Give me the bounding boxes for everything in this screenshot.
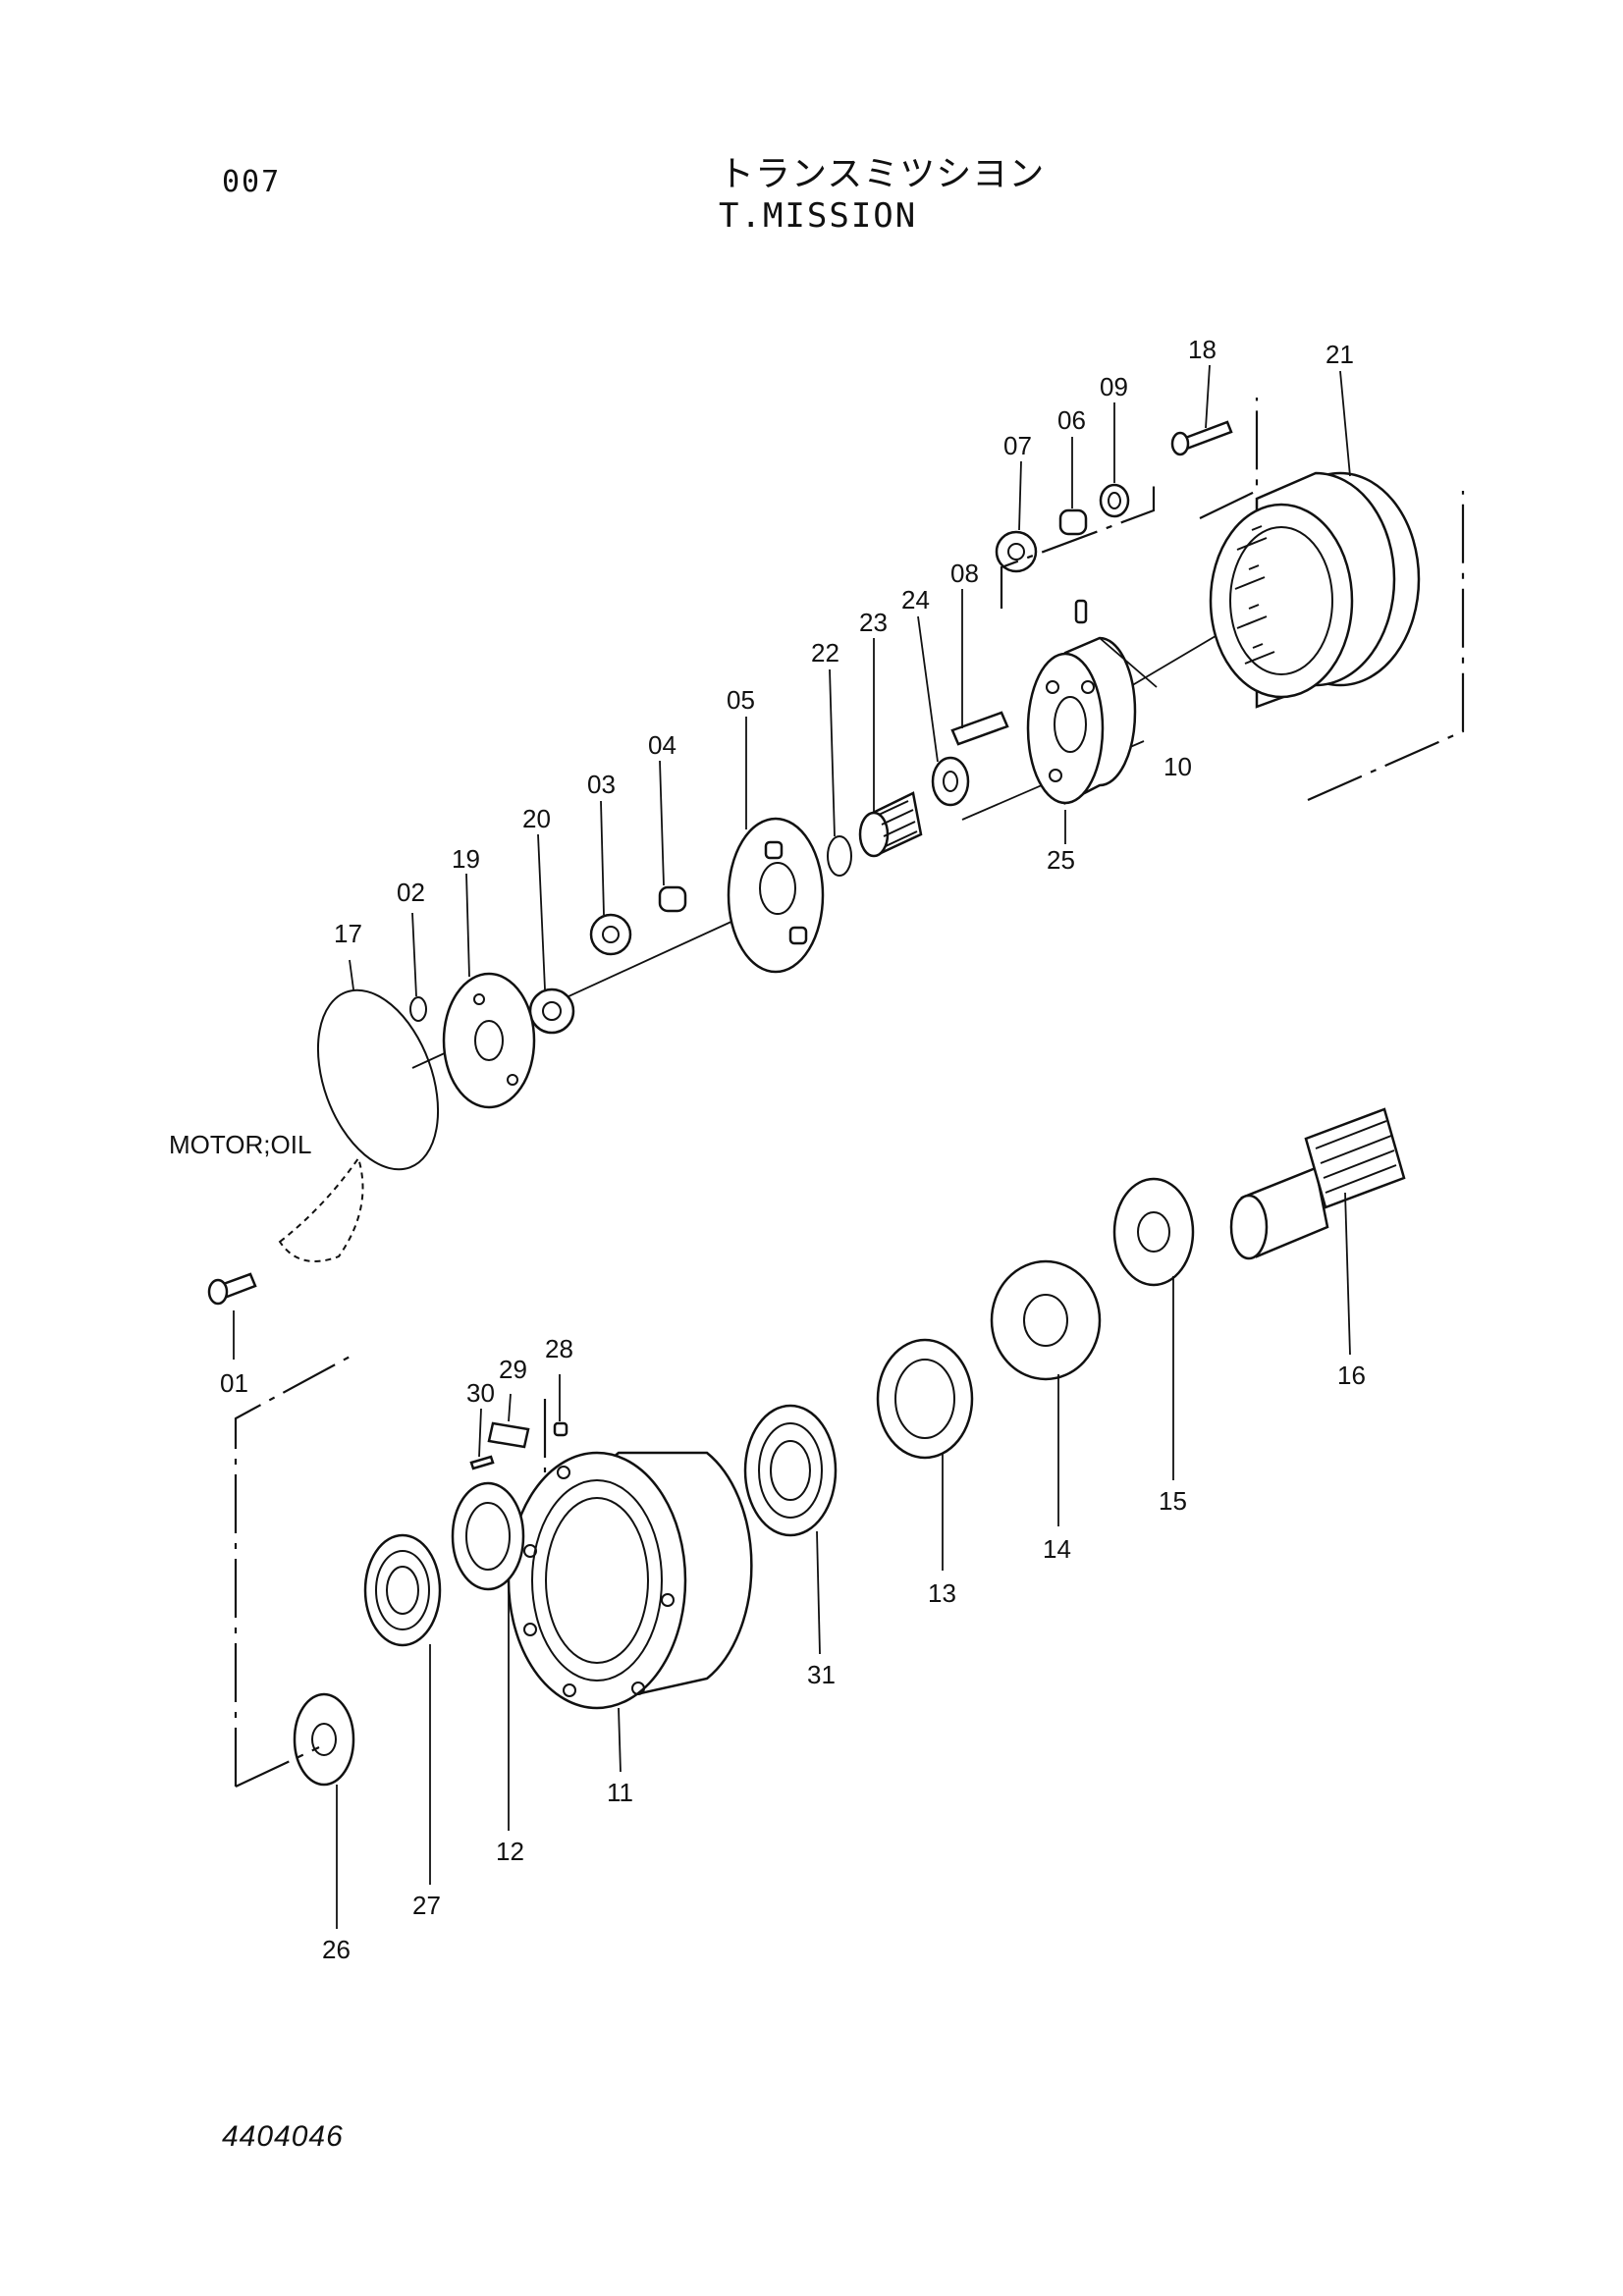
part-10-pin (1074, 599, 1088, 624)
part-16-pinion-shaft (1229, 1107, 1406, 1260)
part-26-cover (293, 1692, 355, 1787)
callout-06: 06 (1057, 405, 1086, 435)
callout-10: 10 (1163, 752, 1192, 781)
callout-19: 19 (452, 844, 480, 874)
part-28-plug (553, 1421, 568, 1437)
part-17-o-ring (316, 988, 440, 1171)
part-25-carrier (1026, 636, 1137, 806)
callout-14: 14 (1043, 1534, 1071, 1564)
page-number: 007 (222, 165, 282, 199)
callout-25: 25 (1047, 845, 1075, 875)
part-22-snap-ring (827, 835, 852, 877)
callout-20: 20 (522, 804, 551, 833)
callout-24: 24 (901, 585, 930, 614)
callout-04: 04 (648, 730, 676, 760)
part-20-planet-gear (528, 988, 575, 1035)
part-02-ring (409, 996, 427, 1022)
callout-03: 03 (587, 770, 616, 799)
part-21-ring-gear-housing (1209, 471, 1421, 709)
callout-02: 02 (397, 878, 425, 907)
callout-28: 28 (545, 1334, 573, 1363)
callout-21: 21 (1325, 340, 1354, 369)
callout-labels: 01 02 03 04 05 06 07 08 09 10 11 12 13 1… (169, 335, 1366, 1964)
part-11-hub (507, 1451, 753, 1710)
callout-12: 12 (496, 1837, 524, 1866)
part-12-oil-seal (451, 1481, 525, 1591)
leader-lines (233, 364, 1351, 1929)
motor-oil-reference (278, 1155, 364, 1262)
part-03-planet-gear (589, 913, 632, 956)
callout-26: 26 (322, 1935, 351, 1964)
callout-23: 23 (859, 608, 888, 637)
callout-15: 15 (1159, 1486, 1187, 1516)
callout-13: 13 (928, 1578, 956, 1608)
title-english: T.MISSION (719, 196, 918, 236)
callout-31: 31 (807, 1660, 836, 1689)
title-japanese: トランスミツシヨン (719, 154, 1046, 194)
part-04-needle-bearing (658, 885, 687, 913)
part-08-shaft (950, 711, 1009, 746)
part-29-plate (487, 1421, 530, 1449)
document-code: 4404046 (222, 2120, 344, 2153)
part-18-bolt (1170, 420, 1233, 456)
callout-18: 18 (1188, 335, 1217, 364)
part-01-bolt (207, 1272, 257, 1306)
part-23-sun-gear (858, 791, 923, 858)
part-27-bearing (363, 1533, 442, 1647)
callout-27: 27 (412, 1891, 441, 1920)
callout-16: 16 (1337, 1361, 1366, 1390)
callout-01: 01 (220, 1368, 248, 1398)
part-30-screw (469, 1455, 495, 1470)
callout-05: 05 (727, 685, 755, 715)
callout-17: 17 (334, 919, 362, 948)
callout-11: 11 (607, 1778, 633, 1807)
part-24-washer (931, 756, 970, 807)
callout-30: 30 (466, 1378, 495, 1408)
part-13-seal (876, 1338, 974, 1460)
reference-brackets (234, 398, 1465, 1788)
part-06-needle-bearing (1058, 508, 1088, 536)
callout-07: 07 (1003, 431, 1032, 460)
part-09-washer (1099, 483, 1130, 518)
part-31-bearing (743, 1404, 838, 1537)
callout-09: 09 (1100, 372, 1128, 401)
part-14-thrust-plate (990, 1259, 1102, 1381)
part-05-carrier (727, 817, 825, 974)
part-15-thrust-washer (1112, 1177, 1195, 1287)
part-07-planet-gear (995, 530, 1038, 573)
motor-oil-label: MOTOR;OIL (169, 1130, 311, 1159)
callout-08: 08 (950, 559, 979, 588)
callout-29: 29 (499, 1355, 527, 1384)
callout-22: 22 (811, 638, 839, 667)
part-19-plate (442, 972, 536, 1109)
